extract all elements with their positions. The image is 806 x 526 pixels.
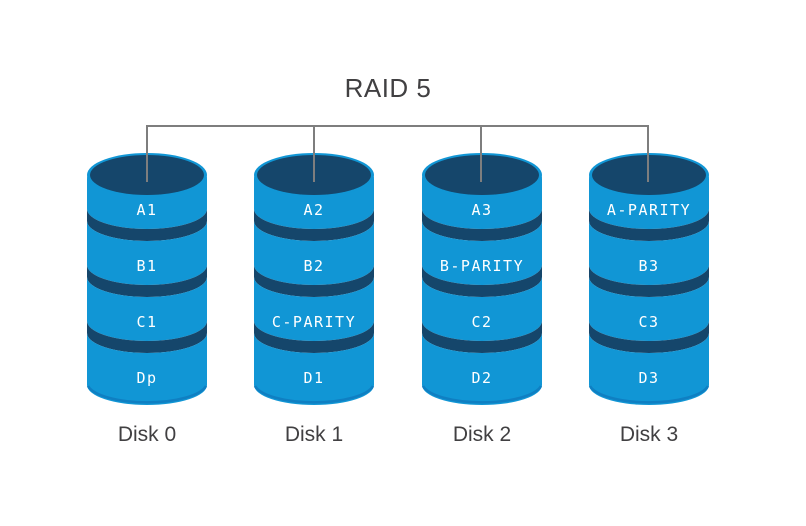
- connector-drop-line: [480, 125, 482, 182]
- disk-cylinder-0: A1 B1 C1 Dp Disk 0: [85, 153, 209, 453]
- cylinder-graphic: [588, 153, 710, 405]
- block-label: D2: [471, 369, 493, 387]
- connector-horizontal-line: [146, 125, 649, 127]
- disk-cylinder-3: A-PARITY B3 C3 D3 Disk 3: [587, 153, 711, 453]
- block-label: B3: [638, 257, 660, 275]
- connector-drop-line: [647, 125, 649, 182]
- block-label: A1: [136, 201, 158, 219]
- block-label: C3: [638, 313, 660, 331]
- disk-label: Disk 0: [117, 423, 177, 446]
- cylinder-graphic: [421, 153, 543, 405]
- block-label: B1: [136, 257, 158, 275]
- connector-drop-line: [313, 125, 315, 182]
- cylinder-graphic: [253, 153, 375, 405]
- block-label: D3: [638, 369, 660, 387]
- block-label: Dp: [136, 369, 158, 387]
- block-label: A3: [471, 201, 493, 219]
- block-label: A2: [303, 201, 325, 219]
- disk-label: Disk 2: [452, 423, 512, 446]
- block-label: D1: [303, 369, 325, 387]
- block-label: A-PARITY: [606, 201, 692, 219]
- disk-label: Disk 1: [284, 423, 344, 446]
- disk-cylinder-2: A3 B-PARITY C2 D2 Disk 2: [420, 153, 544, 453]
- page-title: RAID 5: [344, 73, 432, 103]
- disk-label: Disk 3: [619, 423, 679, 446]
- block-label: C-PARITY: [271, 313, 357, 331]
- block-label: B-PARITY: [439, 257, 525, 275]
- block-label: C1: [136, 313, 158, 331]
- cylinder-graphic: [86, 153, 208, 405]
- connector-drop-line: [146, 125, 148, 182]
- block-label: B2: [303, 257, 325, 275]
- disk-cylinder-1: A2 B2 C-PARITY D1 Disk 1: [252, 153, 376, 453]
- block-label: C2: [471, 313, 493, 331]
